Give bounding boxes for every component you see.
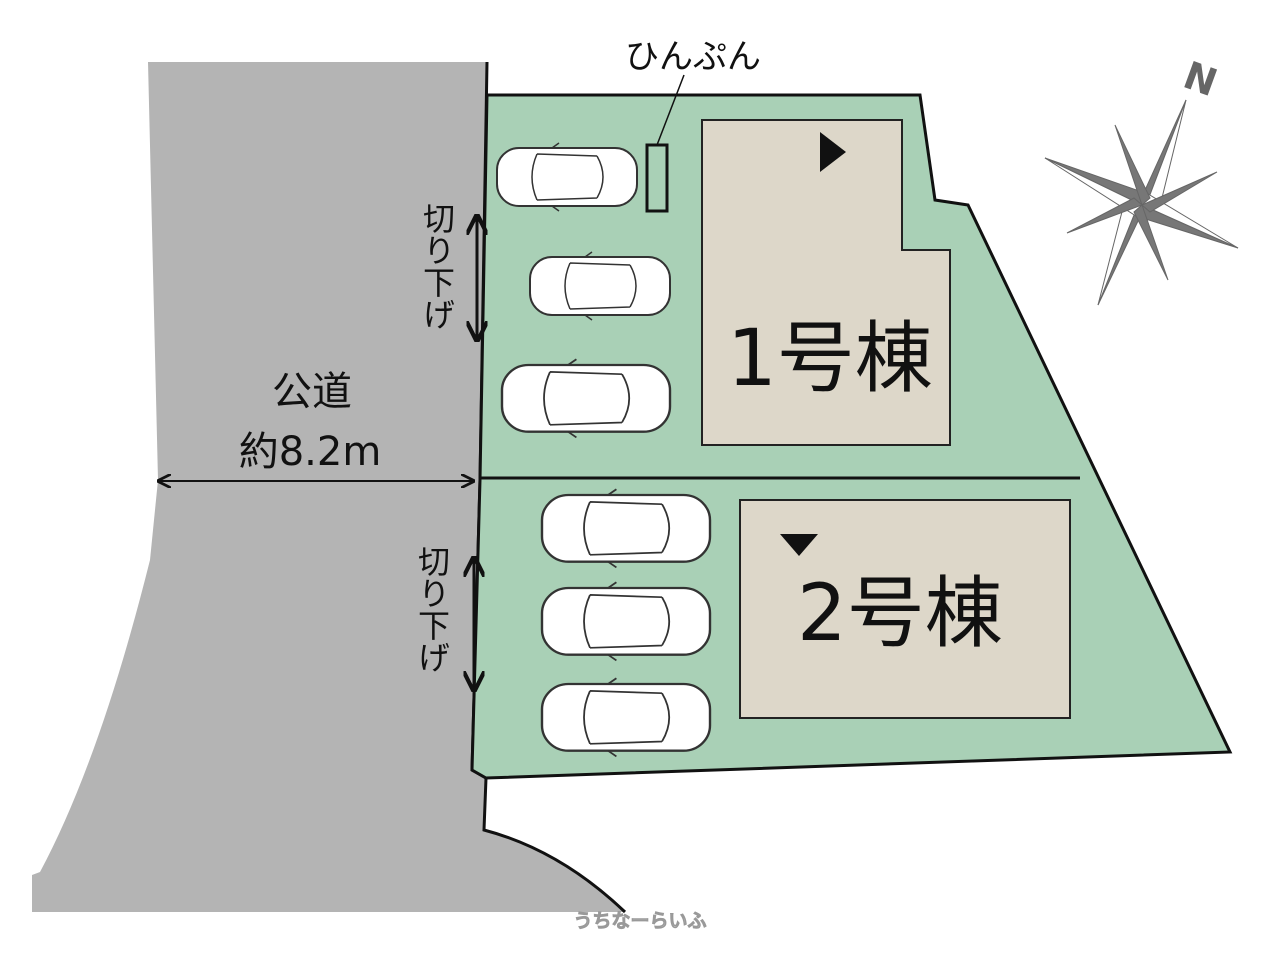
building-1: [701, 119, 951, 446]
car: [540, 581, 712, 662]
building-2-label: 2号棟: [797, 569, 1003, 659]
entrance-marker-1: [820, 132, 846, 172]
car: [529, 251, 671, 321]
curb-cut-label-1: 切り下げ: [418, 202, 456, 330]
car: [496, 142, 638, 212]
watermark: うちなーらいふ: [573, 910, 706, 932]
building-1-label: 1号棟: [727, 314, 933, 404]
road-label: 公道: [272, 369, 352, 415]
car: [540, 677, 712, 758]
compass-rose-icon: [1044, 99, 1239, 306]
entrance-marker-2: [780, 534, 818, 556]
car: [540, 488, 712, 569]
building-2: [739, 499, 1071, 719]
car: [500, 358, 672, 439]
road-width: 約8.2m: [239, 429, 382, 475]
curb-cut-label-2: 切り下げ: [413, 545, 451, 673]
hinpun-label: ひんぷん: [625, 37, 761, 77]
compass-north-label: N: [1178, 53, 1223, 105]
